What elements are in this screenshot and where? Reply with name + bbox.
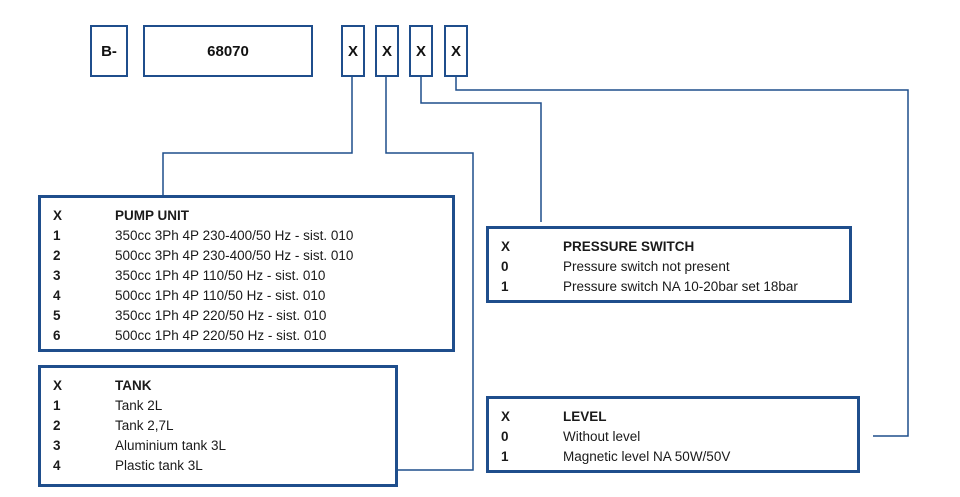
option-key: 2	[53, 248, 61, 263]
option-label: 350cc 1Ph 4P 110/50 Hz - sist. 010	[115, 268, 326, 283]
key-header: X	[501, 239, 511, 254]
option-key: 3	[53, 438, 61, 453]
list-item: 3 350cc 1Ph 4P 110/50 Hz - sist. 010	[41, 266, 452, 286]
option-label: 350cc 3Ph 4P 230-400/50 Hz - sist. 010	[115, 228, 354, 243]
list-item: 2 500cc 3Ph 4P 230-400/50 Hz - sist. 010	[41, 246, 452, 266]
option-key: 0	[501, 259, 509, 274]
connector-pressure-switch	[420, 77, 542, 222]
code-slot-label: X	[415, 42, 426, 60]
option-label: 500cc 1Ph 4P 110/50 Hz - sist. 010	[115, 288, 326, 303]
option-key: 1	[501, 279, 509, 294]
code-prefix: B-	[101, 42, 117, 60]
option-key: 1	[53, 398, 61, 413]
option-label: Plastic tank 3L	[115, 458, 203, 473]
panel-header: X PRESSURE SWITCH	[489, 237, 849, 257]
option-key: 6	[53, 328, 61, 343]
list-item: 1 Magnetic level NA 50W/50V	[489, 447, 857, 467]
option-label: Aluminium tank 3L	[115, 438, 227, 453]
option-key: 2	[53, 418, 61, 433]
option-label: Tank 2L	[115, 398, 163, 413]
option-label: Magnetic level NA 50W/50V	[563, 449, 731, 464]
option-label: Pressure switch not present	[563, 259, 730, 274]
panel-header: X TANK	[41, 376, 395, 396]
level-panel: X LEVEL 0 Without level 1 Magnetic level…	[486, 396, 860, 473]
pressure-switch-panel: X PRESSURE SWITCH 0 Pressure switch not …	[486, 226, 852, 303]
panel-title: LEVEL	[563, 409, 607, 424]
code-slot-tank: X	[375, 25, 399, 77]
code-slot-label: X	[381, 42, 392, 60]
connector-tank	[385, 77, 474, 471]
panel-title: PRESSURE SWITCH	[563, 239, 695, 254]
code-number-box: 68070	[143, 25, 313, 77]
list-item: 1 Tank 2L	[41, 396, 395, 416]
connector-pump-unit	[162, 77, 353, 195]
code-number: 68070	[207, 42, 249, 60]
panel-title: PUMP UNIT	[115, 208, 190, 223]
code-slot-pressure-switch: X	[409, 25, 433, 77]
list-item: 4 Plastic tank 3L	[41, 456, 395, 476]
option-key: 4	[53, 458, 61, 473]
option-key: 0	[501, 429, 509, 444]
key-header: X	[53, 208, 63, 223]
panel-header: X LEVEL	[489, 407, 857, 427]
list-item: 5 350cc 1Ph 4P 220/50 Hz - sist. 010	[41, 306, 452, 326]
list-item: 0 Pressure switch not present	[489, 257, 849, 277]
option-key: 5	[53, 308, 61, 323]
option-key: 1	[501, 449, 509, 464]
code-slot-pump-unit: X	[341, 25, 365, 77]
list-item: 4 500cc 1Ph 4P 110/50 Hz - sist. 010	[41, 286, 452, 306]
option-label: 350cc 1Ph 4P 220/50 Hz - sist. 010	[115, 308, 327, 323]
list-item: 0 Without level	[489, 427, 857, 447]
code-prefix-box: B-	[90, 25, 128, 77]
list-item: 1 Pressure switch NA 10-20bar set 18bar	[489, 277, 849, 297]
code-slot-label: X	[347, 42, 358, 60]
list-item: 1 350cc 3Ph 4P 230-400/50 Hz - sist. 010	[41, 226, 452, 246]
key-header: X	[501, 409, 511, 424]
pump-unit-panel: X PUMP UNIT 1 350cc 3Ph 4P 230-400/50 Hz…	[38, 195, 455, 352]
connector-level	[455, 77, 909, 437]
option-key: 1	[53, 228, 61, 243]
list-item: 6 500cc 1Ph 4P 220/50 Hz - sist. 010	[41, 326, 452, 346]
tank-panel: X TANK 1 Tank 2L 2 Tank 2,7L 3 Aluminium…	[38, 365, 398, 487]
option-label: Tank 2,7L	[115, 418, 174, 433]
option-key: 3	[53, 268, 61, 283]
code-slot-level: X	[444, 25, 468, 77]
option-label: 500cc 3Ph 4P 230-400/50 Hz - sist. 010	[115, 248, 354, 263]
option-label: Pressure switch NA 10-20bar set 18bar	[563, 279, 798, 294]
list-item: 3 Aluminium tank 3L	[41, 436, 395, 456]
panel-title: TANK	[115, 378, 152, 393]
option-label: 500cc 1Ph 4P 220/50 Hz - sist. 010	[115, 328, 327, 343]
option-key: 4	[53, 288, 61, 303]
panel-header: X PUMP UNIT	[41, 206, 452, 226]
option-label: Without level	[563, 429, 641, 444]
code-slot-label: X	[450, 42, 461, 60]
key-header: X	[53, 378, 63, 393]
list-item: 2 Tank 2,7L	[41, 416, 395, 436]
